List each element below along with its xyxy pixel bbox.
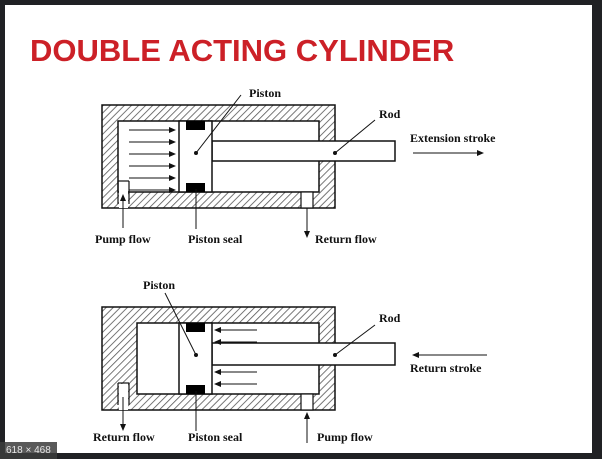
top-piston	[178, 120, 213, 193]
bottom-piston-label: Piston	[143, 278, 175, 292]
bottom-return-label: Return flow	[93, 430, 155, 444]
top-return-port	[300, 191, 314, 209]
bottom-pressure-arrows	[214, 327, 257, 387]
top-pump-port	[117, 181, 130, 204]
top-seal-lower	[186, 183, 205, 192]
bottom-rod-label: Rod	[379, 311, 401, 325]
bottom-piston	[178, 322, 213, 395]
top-rod-label: Rod	[379, 107, 401, 121]
image-size-badge: 618 × 468	[0, 442, 57, 459]
bottom-pump-port	[300, 393, 314, 411]
bottom-cylinder	[101, 292, 487, 443]
top-return-label: Return flow	[315, 232, 377, 246]
top-cylinder	[101, 94, 484, 238]
top-pump-label: Pump flow	[95, 232, 151, 246]
cylinder-diagram: Piston Rod Extension stroke Pump flow Pi…	[93, 86, 496, 444]
top-seal-upper	[186, 121, 205, 130]
image-frame: DOUBLE ACTING CYLINDER	[5, 5, 592, 453]
top-seal-label: Piston seal	[188, 232, 243, 246]
top-piston-label: Piston	[249, 86, 281, 100]
bottom-seal-lower	[186, 385, 205, 394]
bottom-stroke-label: Return stroke	[410, 361, 482, 375]
bottom-pump-label: Pump flow	[317, 430, 373, 444]
bottom-seal-label: Piston seal	[188, 430, 243, 444]
page-title: DOUBLE ACTING CYLINDER	[30, 33, 455, 68]
bottom-seal-upper	[186, 323, 205, 332]
top-stroke-label: Extension stroke	[410, 131, 496, 145]
top-pressure-arrows	[129, 127, 176, 193]
top-rod	[211, 140, 396, 162]
bottom-rod	[211, 342, 396, 366]
